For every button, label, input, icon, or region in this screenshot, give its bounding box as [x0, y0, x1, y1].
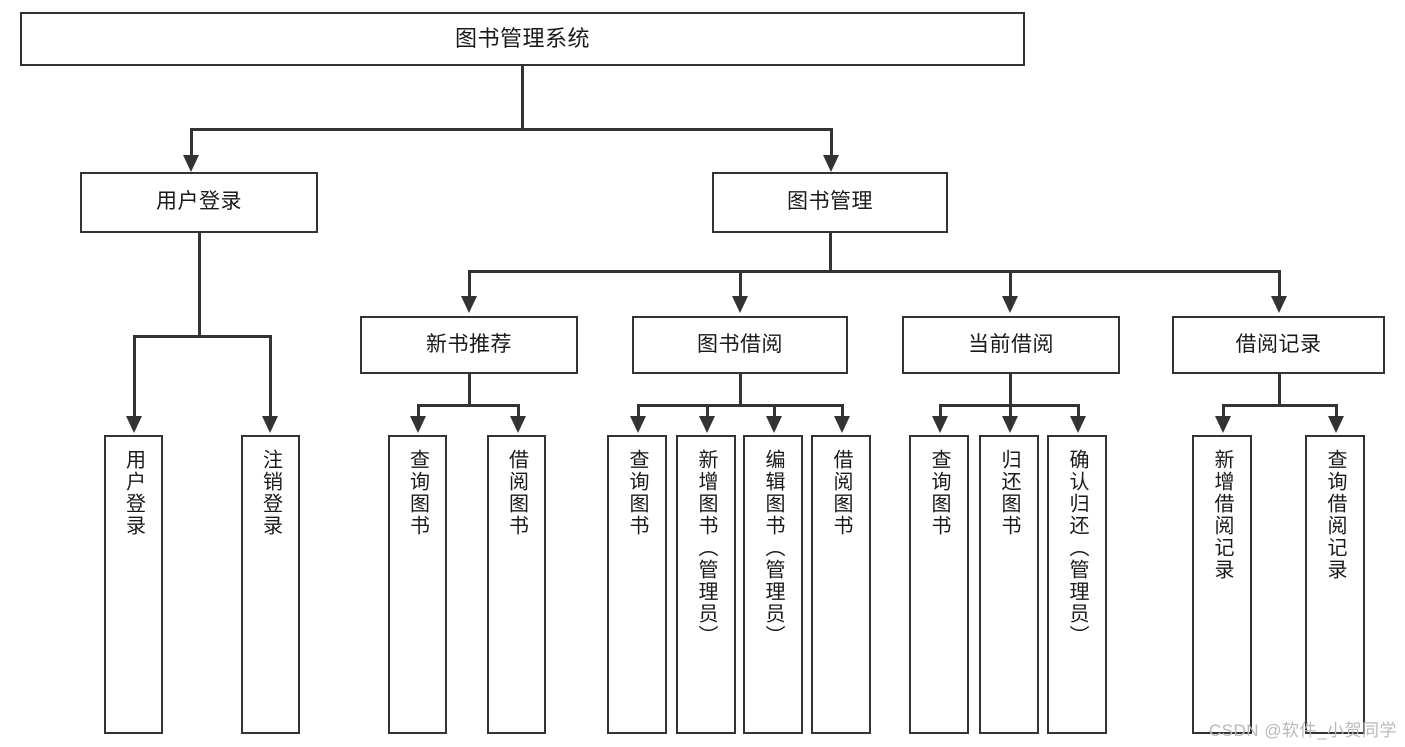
- leaf-label: 新增借阅记录: [1211, 449, 1233, 581]
- connector-book-manage-bus: [468, 270, 1280, 273]
- arrow-to-leaf-cb-return-book: [1002, 416, 1018, 433]
- connector-book-borrow-drop-3: [773, 404, 776, 418]
- node-book-borrow[interactable]: 图书借阅: [632, 316, 848, 374]
- connector-book-manage-stem: [829, 233, 832, 272]
- leaf-label: 注销登录: [259, 449, 282, 537]
- leaf-cb-query-book[interactable]: 查询图书: [909, 435, 969, 734]
- connector-book-borrow-drop-1: [637, 404, 640, 418]
- connector-current-borrow-stem: [1009, 374, 1012, 406]
- leaf-label: 借阅图书: [830, 449, 852, 537]
- node-label: 图书管理系统: [454, 26, 590, 52]
- leaf-label: 编辑图书（管理员）: [762, 449, 784, 647]
- arrow-to-leaf-cb-confirm-return: [1070, 416, 1086, 433]
- node-current-borrow[interactable]: 当前借阅: [902, 316, 1120, 374]
- leaf-br-query-record[interactable]: 查询借阅记录: [1305, 435, 1365, 734]
- leaf-bb-edit-book[interactable]: 编辑图书（管理员）: [743, 435, 803, 734]
- connector-user-login-stem: [198, 233, 201, 337]
- leaf-cb-return-book[interactable]: 归还图书: [979, 435, 1039, 734]
- arrow-to-leaf-bb-add-book: [699, 416, 715, 433]
- leaf-label: 查询图书: [626, 449, 648, 537]
- node-label: 当前借阅: [968, 332, 1054, 356]
- connector-book-borrow-drop-2: [706, 404, 709, 418]
- arrow-to-current-borrow: [1002, 296, 1018, 313]
- node-label: 用户登录: [156, 190, 242, 214]
- connector-book-manage-drop-3: [1009, 270, 1012, 298]
- arrow-to-leaf-bb-query-book: [630, 416, 646, 433]
- leaf-label: 用户登录: [122, 449, 145, 537]
- connector-book-borrow-stem: [739, 374, 742, 406]
- arrow-to-leaf-bb-borrow-book: [834, 416, 850, 433]
- node-label: 图书借阅: [697, 332, 783, 356]
- leaf-user-login[interactable]: 用户登录: [104, 435, 163, 734]
- leaf-bb-add-book[interactable]: 新增图书（管理员）: [676, 435, 736, 734]
- node-book-manage[interactable]: 图书管理: [712, 172, 948, 233]
- connector-new-book-drop-1: [417, 404, 420, 418]
- connector-book-manage-drop-1: [468, 270, 471, 298]
- node-label: 图书管理: [787, 190, 873, 214]
- arrow-to-new-book-recommend: [461, 296, 477, 313]
- arrow-root-to-user-login: [183, 155, 199, 172]
- arrow-to-leaf-bb-edit-book: [766, 416, 782, 433]
- arrow-to-leaf-logout: [262, 416, 278, 433]
- connector-book-manage-drop-4: [1278, 270, 1281, 298]
- arrow-to-leaf-user-login: [126, 416, 142, 433]
- connector-user-login-drop-1: [133, 335, 136, 418]
- leaf-label: 查询借阅记录: [1324, 449, 1346, 581]
- node-new-book-recommend[interactable]: 新书推荐: [360, 316, 578, 374]
- connector-book-borrow-drop-4: [841, 404, 844, 418]
- connector-user-login-bus: [133, 335, 271, 338]
- connector-current-borrow-drop-1: [939, 404, 942, 418]
- connector-current-borrow-drop-3: [1077, 404, 1080, 418]
- arrow-to-borrow-record: [1271, 296, 1287, 313]
- leaf-label: 查询图书: [406, 449, 429, 537]
- arrow-to-book-borrow: [732, 296, 748, 313]
- node-borrow-record[interactable]: 借阅记录: [1172, 316, 1385, 374]
- arrow-to-leaf-nb-borrow-book: [510, 416, 526, 433]
- connector-user-login-drop-2: [269, 335, 272, 418]
- arrow-to-leaf-br-add-record: [1215, 416, 1231, 433]
- leaf-nb-borrow-book[interactable]: 借阅图书: [487, 435, 546, 734]
- connector-new-book-drop-2: [517, 404, 520, 418]
- arrow-to-leaf-cb-query-book: [932, 416, 948, 433]
- arrow-root-to-book-manage: [823, 155, 839, 172]
- connector-root-stem: [521, 66, 524, 130]
- leaf-logout[interactable]: 注销登录: [241, 435, 300, 734]
- node-label: 新书推荐: [426, 332, 512, 356]
- watermark: CSDN @软件_小贺同学: [1208, 721, 1397, 740]
- arrow-to-leaf-nb-query-book: [410, 416, 426, 433]
- connector-book-borrow-bus: [637, 404, 843, 407]
- leaf-label: 借阅图书: [505, 449, 528, 537]
- leaf-label: 新增图书（管理员）: [695, 449, 717, 647]
- node-label: 借阅记录: [1235, 332, 1322, 356]
- connector-borrow-record-drop-1: [1222, 404, 1225, 418]
- connector-borrow-record-drop-2: [1335, 404, 1338, 418]
- leaf-label: 归还图书: [998, 449, 1020, 537]
- connector-root-bus: [190, 128, 833, 131]
- connector-current-borrow-drop-2: [1009, 404, 1012, 418]
- node-root-system[interactable]: 图书管理系统: [20, 12, 1025, 66]
- leaf-nb-query-book[interactable]: 查询图书: [388, 435, 447, 734]
- connector-root-drop-2: [830, 128, 833, 157]
- connector-new-book-stem: [468, 374, 471, 406]
- leaf-br-add-record[interactable]: 新增借阅记录: [1192, 435, 1252, 734]
- leaf-bb-borrow-book[interactable]: 借阅图书: [811, 435, 871, 734]
- connector-root-drop-1: [190, 128, 193, 157]
- connector-borrow-record-bus: [1222, 404, 1338, 407]
- leaf-label: 确认归还（管理员）: [1066, 449, 1088, 647]
- connector-book-manage-drop-2: [739, 270, 742, 298]
- leaf-label: 查询图书: [928, 449, 950, 537]
- leaf-bb-query-book[interactable]: 查询图书: [607, 435, 667, 734]
- arrow-to-leaf-br-query-record: [1328, 416, 1344, 433]
- node-user-login[interactable]: 用户登录: [80, 172, 318, 233]
- connector-new-book-bus: [417, 404, 520, 407]
- connector-borrow-record-stem: [1278, 374, 1281, 406]
- leaf-cb-confirm-return[interactable]: 确认归还（管理员）: [1047, 435, 1107, 734]
